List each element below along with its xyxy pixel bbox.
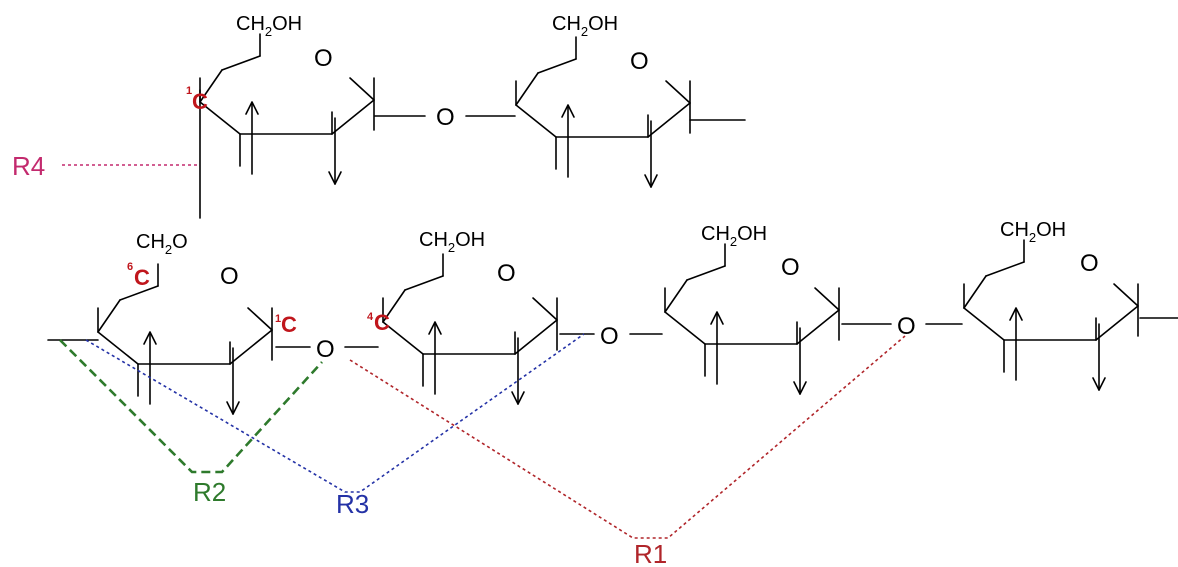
carbon-c1-bottom: C — [281, 312, 297, 337]
ch2oh-group: CH2OH — [701, 223, 767, 249]
distance-label-r1: R1 — [634, 539, 667, 567]
distance-line-r3 — [85, 333, 585, 493]
glycosidic-oxygen: O — [897, 313, 916, 340]
glycosidic-oxygen: O — [316, 336, 335, 363]
ring-oxygen: O — [497, 260, 516, 287]
carbon-c1-top-number: 1 — [186, 85, 192, 97]
glucose-ring-bottom-2 — [382, 253, 558, 405]
distance-line-r2 — [59, 339, 323, 474]
ch2oh-group: CH2OH — [419, 229, 485, 255]
glycosidic-oxygen: O — [436, 104, 455, 131]
carbon-c6: C — [134, 265, 150, 290]
ring-oxygen: O — [1080, 250, 1099, 277]
ring-oxygen: O — [314, 45, 333, 72]
ch2o-group: CH2O — [136, 231, 188, 257]
distance-line-r1 — [349, 335, 906, 539]
carbon-c1-bottom-number: 1 — [275, 313, 281, 325]
glucose-ring-bottom-1 — [97, 263, 273, 415]
carbon-c1-top: C — [192, 89, 208, 114]
glycosidic-oxygen: O — [600, 323, 619, 350]
glucose-ring-top-left — [199, 33, 375, 185]
ch2oh-group: CH2OH — [1000, 219, 1066, 245]
ring-oxygen: O — [781, 254, 800, 281]
distance-label-r2: R2 — [193, 477, 226, 507]
connector-bonds — [47, 89, 1178, 348]
glucose-ring-bottom-3 — [664, 243, 840, 395]
glucose-ring-bottom-4 — [963, 239, 1139, 391]
glucose-ring-top-right — [515, 36, 691, 188]
ch2oh-group: CH2OH — [236, 13, 302, 39]
ch2oh-group: CH2OH — [552, 13, 618, 39]
ring-oxygen: O — [630, 48, 649, 75]
carbon-c6-number: 6 — [127, 261, 133, 273]
carbon-c4-number: 4 — [367, 311, 374, 323]
distance-label-r4: R4 — [12, 151, 45, 181]
ring-oxygen: O — [220, 263, 239, 290]
carbon-c4: C — [374, 310, 390, 335]
highlighted-carbons: 1 C 6 C 1 C 4 C — [127, 85, 390, 337]
distance-label-r3: R3 — [336, 489, 369, 519]
distance-lines — [59, 164, 906, 539]
